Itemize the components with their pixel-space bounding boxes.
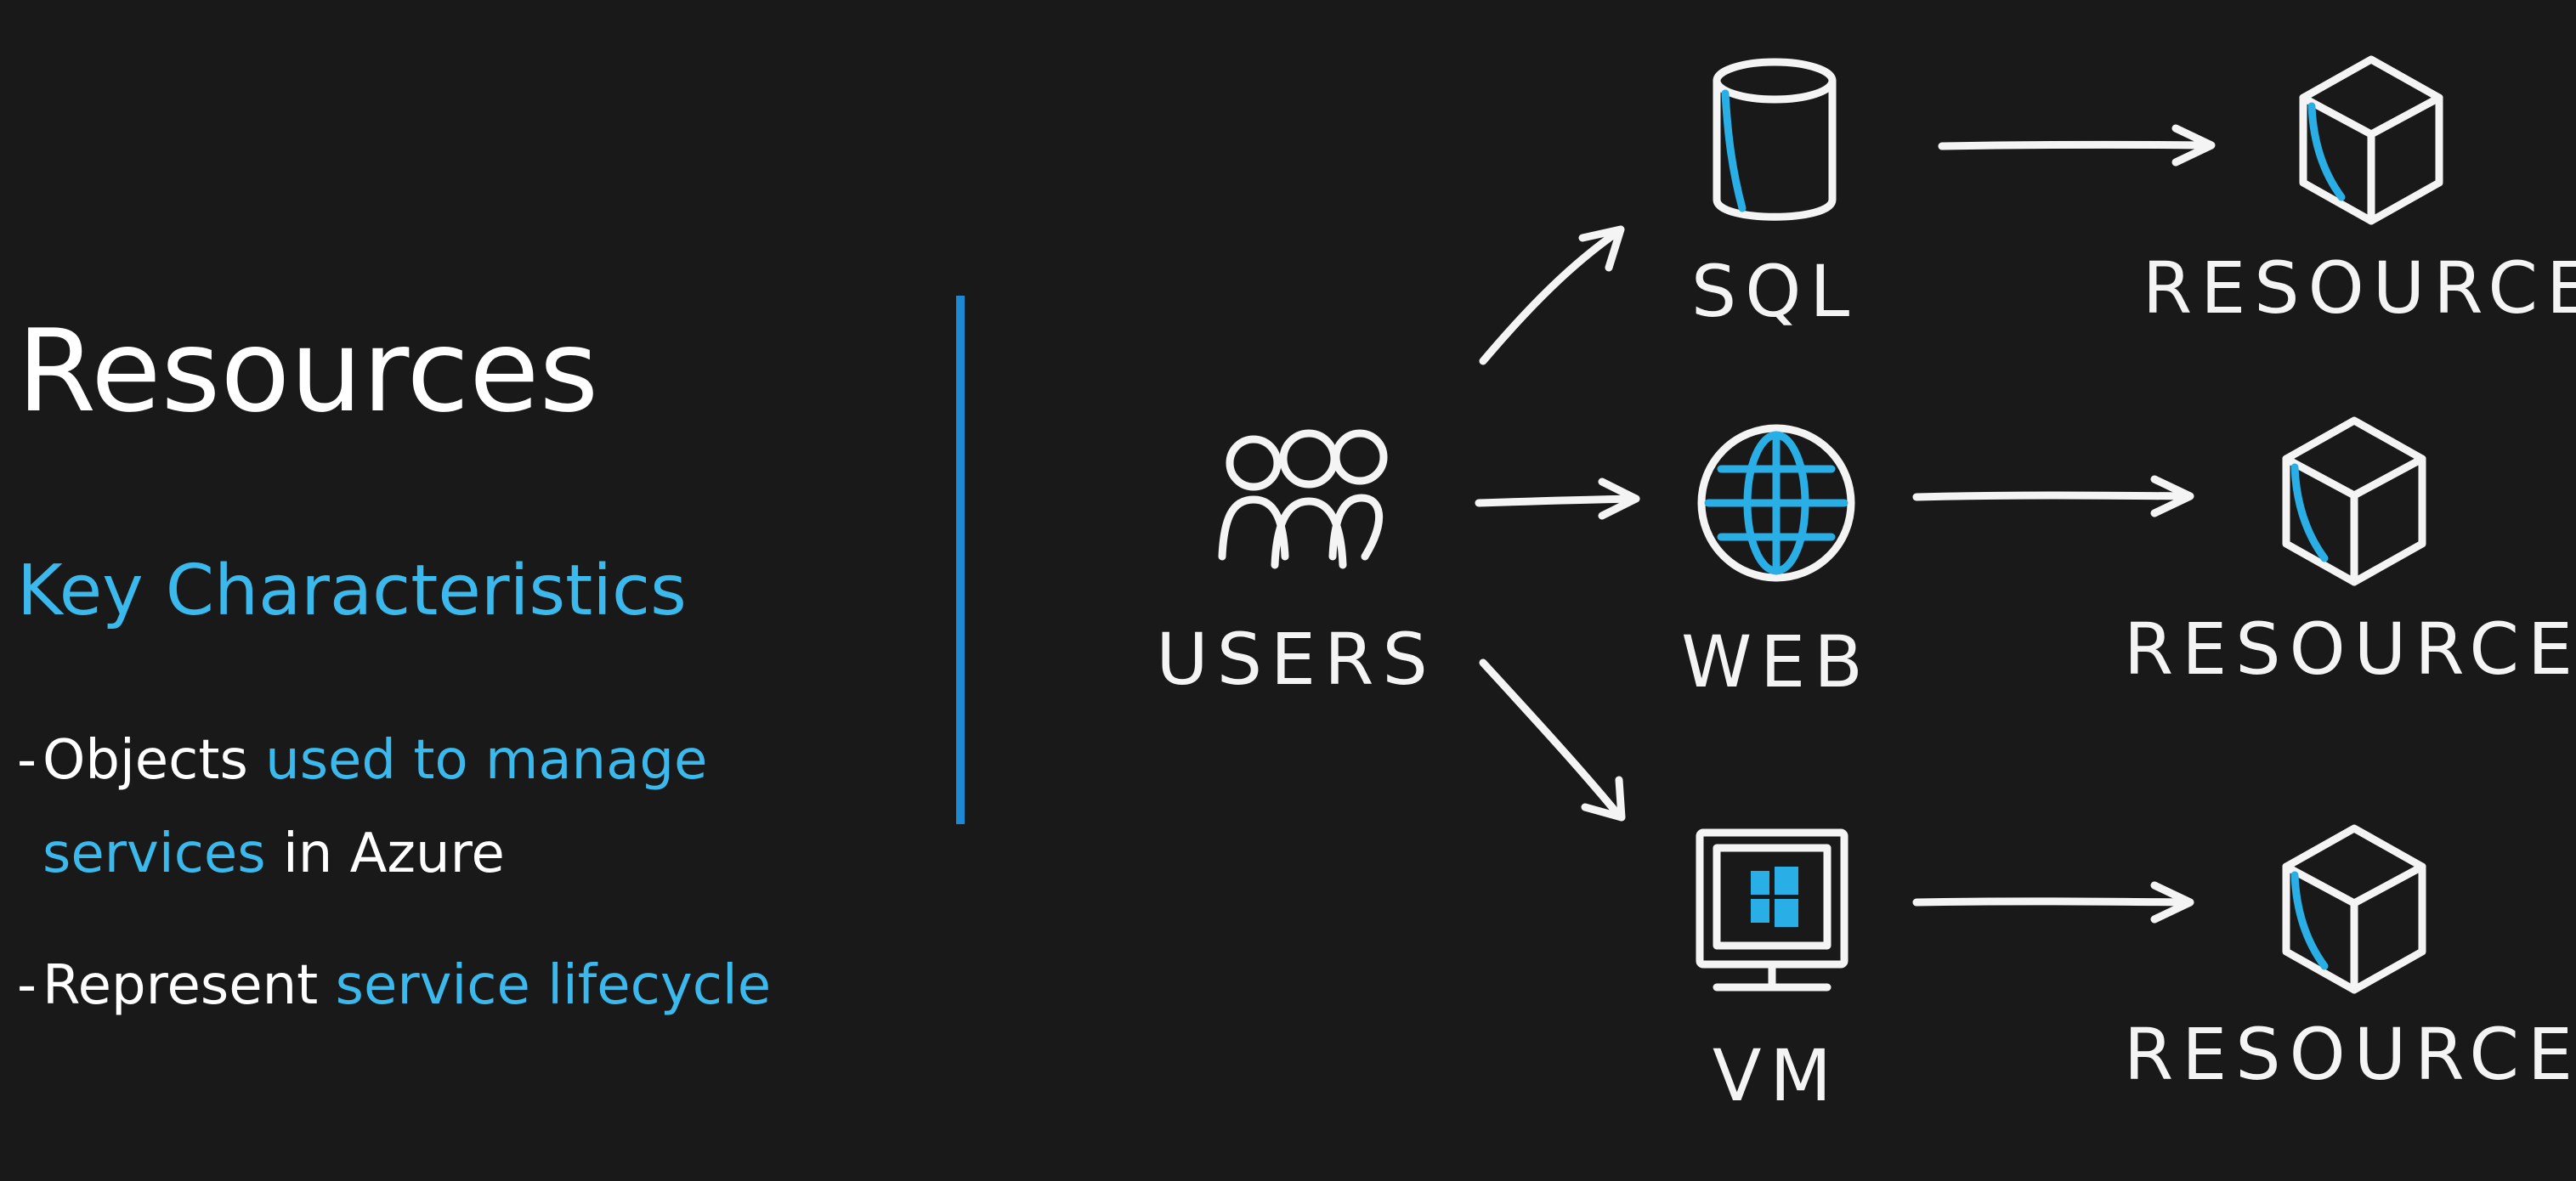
slide-subtitle: Key Characteristics (17, 551, 687, 631)
arrow-web-to-resource (1912, 475, 2194, 517)
bullet-text-highlight: used to manage (265, 729, 708, 792)
vertical-divider (956, 296, 965, 824)
resource-label-2: RESOURCE (2124, 607, 2576, 691)
bullet-text-plain: Represent (42, 954, 336, 1017)
arrow-users-to-web (1475, 477, 1640, 520)
arrow-sql-to-resource (1938, 124, 2216, 167)
arrow-vm-to-resource (1912, 881, 2194, 924)
arrow-users-to-vm (1479, 658, 1626, 822)
bullet-dash: - (17, 729, 37, 792)
bullet-item-2: -Represent service lifecycle (17, 939, 771, 1032)
slide-title: Resources (17, 305, 599, 438)
bullet-text-highlight: services (42, 822, 266, 885)
bullet-text-plain: in Azure (265, 822, 505, 885)
database-icon (1713, 58, 1837, 221)
web-label: WEB (1681, 620, 1871, 704)
resource-label-3: RESOURCE (2124, 1013, 2576, 1096)
users-icon (1218, 429, 1388, 569)
globe-icon (1697, 424, 1855, 582)
cube-icon (2282, 416, 2426, 586)
cube-icon (2299, 55, 2443, 225)
bullet-text-highlight: service lifecycle (335, 954, 772, 1017)
cube-icon (2282, 824, 2426, 994)
bullet-text-plain: Objects (42, 729, 266, 792)
bullet-item-1: -Objects used to manage services in Azur… (17, 714, 707, 901)
arrow-users-to-sql (1479, 225, 1625, 365)
bullet-dash: - (17, 954, 37, 1017)
monitor-icon (1696, 828, 1848, 992)
sql-label: SQL (1691, 250, 1858, 333)
users-label: USERS (1156, 618, 1436, 701)
bullet-continuation: services in Azure (17, 807, 707, 901)
vm-label: VM (1713, 1034, 1840, 1117)
resource-label-1: RESOURCE (2143, 246, 2576, 330)
